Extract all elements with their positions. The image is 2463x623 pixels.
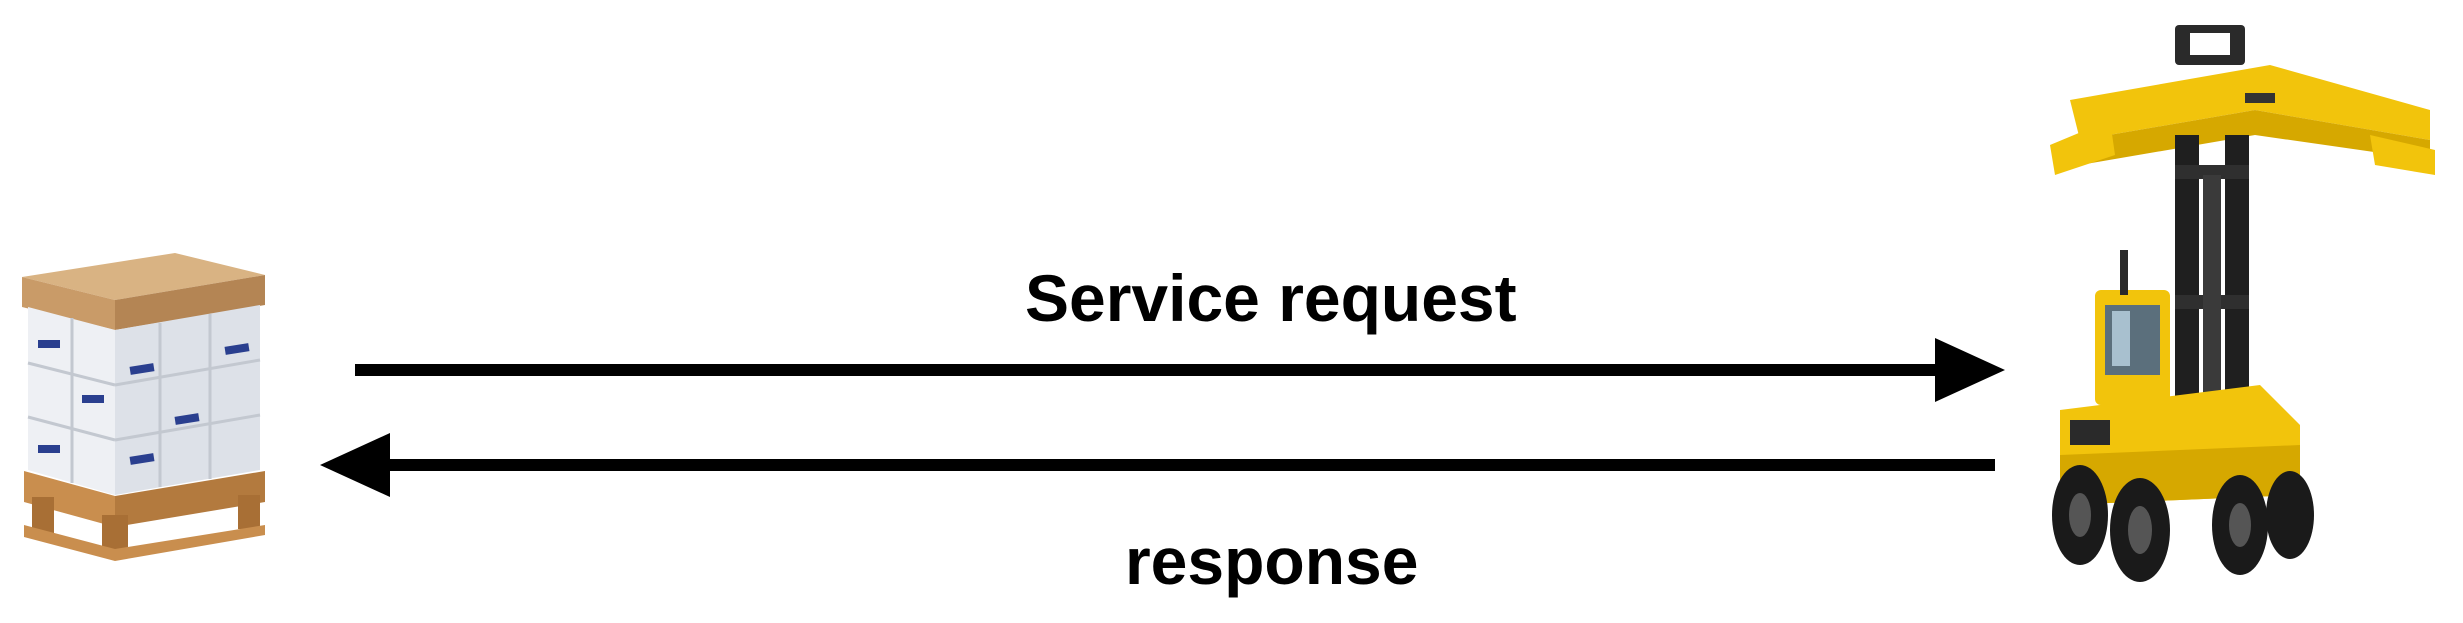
request-arrow bbox=[355, 338, 2005, 402]
response-arrow bbox=[320, 433, 1995, 497]
pallet-of-boxes-icon bbox=[22, 253, 265, 561]
request-label: Service request bbox=[1025, 261, 1517, 335]
container-handler-forklift-icon bbox=[2050, 25, 2435, 582]
response-label: response bbox=[1125, 524, 1419, 598]
